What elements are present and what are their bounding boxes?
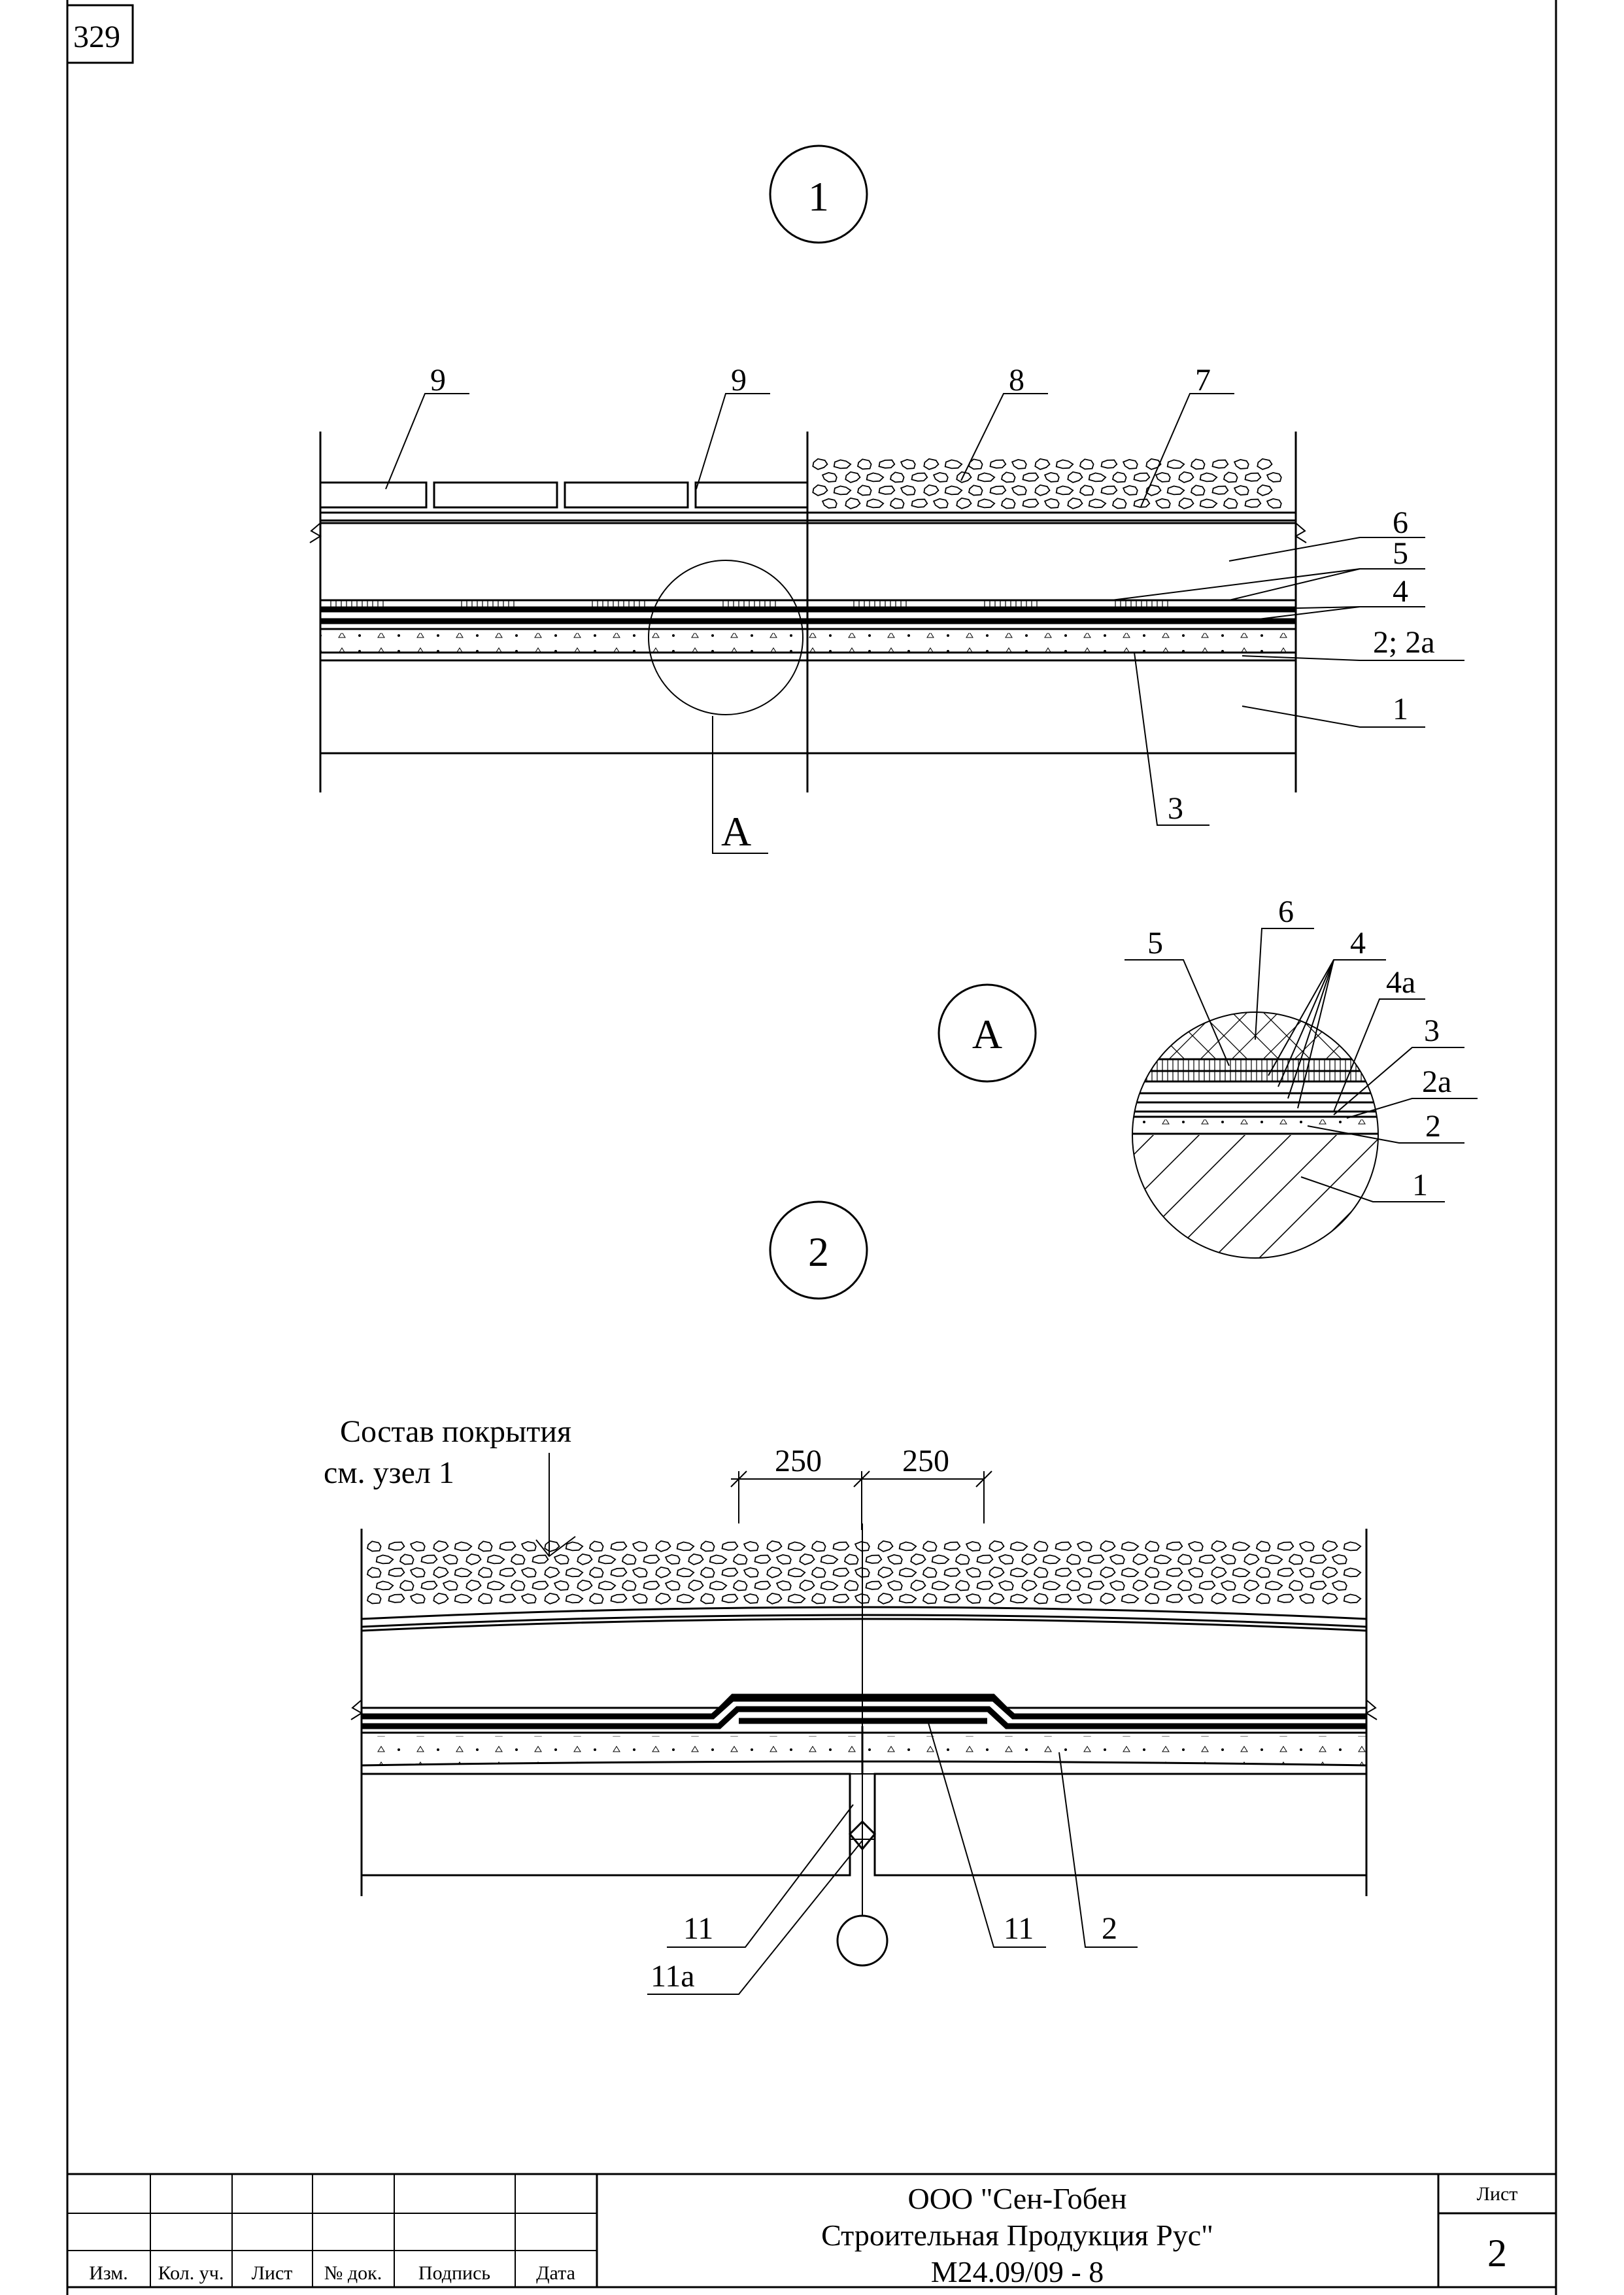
label-gravel: 8 — [1009, 363, 1024, 398]
col-izm: Изм. — [89, 2262, 128, 2284]
detail-a-leaders: 5 6 4 4а 3 2а 2 1 — [1125, 894, 1478, 1202]
title-block: Изм. Кол. уч. Лист № док. Подпись Дата О… — [66, 2173, 1557, 2288]
sheet-number: 2 — [1487, 2232, 1507, 2275]
paving-tiles — [319, 481, 809, 509]
company-line-1: ООО "Сен-Гобен — [908, 2182, 1127, 2215]
label-membrane: 4 — [1393, 574, 1408, 609]
concrete-slab — [319, 659, 1297, 755]
label-11a: 11а — [651, 1959, 695, 1994]
node-1-marker: 1 — [808, 173, 829, 220]
label-screed: 3 — [1168, 791, 1183, 826]
label-11-left: 11 — [683, 1911, 713, 1946]
detail-a-label-1: 1 — [1412, 1168, 1428, 1202]
detail-a-label-2a: 2а — [1422, 1064, 1451, 1099]
col-kol: Кол. уч. — [158, 2262, 224, 2284]
dim-right: 250 — [902, 1444, 949, 1478]
label-tiles-right: 9 — [731, 363, 747, 398]
label-slab: 1 — [1393, 692, 1408, 726]
axis-marker — [836, 1914, 888, 1967]
detail-ref-label: А — [721, 808, 751, 855]
doc-code: М24.09/09 - 8 — [931, 2255, 1104, 2288]
dim-left: 250 — [775, 1444, 822, 1478]
detail-a-label-4: 4 — [1350, 926, 1366, 960]
node-2-leaders: 11 11а 11 2 — [647, 1722, 1138, 1995]
col-doc: № док. — [324, 2262, 382, 2284]
node-2-marker: 2 — [808, 1229, 829, 1275]
node-1-leaders: 9 9 8 7 6 5 4 2; 2а 1 3 — [385, 363, 1464, 826]
label-separation: 5 — [1393, 536, 1408, 571]
detail-a-marker-circle — [938, 983, 1037, 1083]
col-sign: Подпись — [418, 2262, 490, 2284]
label-primer: 2; 2а — [1373, 625, 1435, 660]
page-number: 329 — [73, 20, 120, 54]
sheet-label: Лист — [1477, 2183, 1518, 2205]
label-geotextile: 7 — [1195, 363, 1211, 398]
note-line-1: Состав покрытия — [340, 1414, 571, 1449]
node-2: 2 Состав покрытия см. узел 1 250 250 — [324, 1200, 1378, 1995]
node-1: 1 А — [309, 144, 1464, 855]
detail-a-label-4a: 4а — [1386, 965, 1415, 1000]
insulation-layer — [319, 522, 1297, 602]
gravel-layer — [812, 458, 1282, 509]
label-11-right: 11 — [1004, 1911, 1034, 1946]
label-tiles-left: 9 — [430, 363, 446, 398]
node-1-marker-circle — [769, 144, 868, 244]
col-list: Лист — [252, 2262, 293, 2284]
label-2: 2 — [1102, 1911, 1117, 1946]
detail-a-label-2: 2 — [1425, 1109, 1441, 1144]
detail-a-circle — [648, 560, 804, 715]
detail-a-label-6: 6 — [1278, 894, 1294, 929]
detail-a: А 5 6 4 4а — [938, 894, 1478, 1259]
note-line-2: см. узел 1 — [324, 1455, 454, 1490]
label-insulation: 6 — [1393, 505, 1408, 540]
separation-strips — [327, 600, 1170, 607]
node-2-marker-circle — [769, 1200, 868, 1300]
dimension-line: 250 250 — [730, 1444, 992, 1530]
detail-a-label-3: 3 — [1424, 1013, 1440, 1048]
detail-a-label-5: 5 — [1147, 926, 1163, 960]
company-line-2: Строительная Продукция Рус" — [821, 2218, 1213, 2252]
detail-a-marker: А — [972, 1011, 1002, 1057]
gravel-layer-2 — [366, 1540, 1362, 1605]
col-date: Дата — [536, 2262, 575, 2284]
